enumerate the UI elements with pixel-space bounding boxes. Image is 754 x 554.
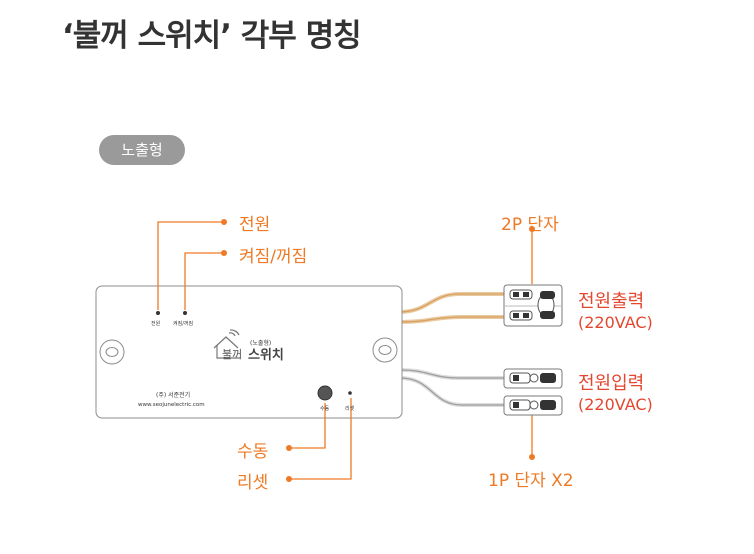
terminal-2p [503, 284, 563, 327]
power-led [156, 311, 160, 315]
device-power-label: 전원 [151, 321, 161, 327]
output-wires [397, 292, 505, 324]
callout-dots [221, 219, 535, 482]
device-logo-product: 스위치 [248, 348, 284, 363]
callout-power-input-voltage: (220VAC) [578, 395, 653, 414]
callout-manual: 수동 [237, 442, 269, 462]
device-body [95, 285, 403, 419]
type-badge: 노출형 [99, 135, 185, 165]
mounting-hole-left [99, 339, 125, 365]
callout-lines [157, 221, 533, 480]
device-company: (주) 서준전기 [156, 392, 191, 399]
callout-terminal-2p: 2P 단자 [501, 215, 559, 235]
manual-button[interactable] [317, 385, 333, 401]
input-wires [399, 368, 505, 407]
reset-button[interactable] [348, 391, 352, 395]
house-logo-icon [213, 329, 240, 359]
callout-power: 전원 [239, 215, 271, 235]
page-title: ‘불꺼 스위치’ 각부 명칭 [62, 18, 362, 54]
callout-reset: 리셋 [237, 473, 269, 493]
callout-power-input: 전원입력 [578, 373, 645, 394]
onoff-led [183, 311, 187, 315]
mounting-hole-right [372, 337, 398, 363]
terminal-1p-top [503, 368, 563, 389]
device-logo-type: (노출형) [250, 340, 272, 347]
callout-on-off: 켜짐/꺼짐 [239, 247, 308, 267]
device-logo-brand: 불꺼 [222, 348, 243, 361]
device-onoff-label: 켜짐/꺼짐 [173, 321, 194, 327]
device-website: www.seojunelectric.com [138, 402, 205, 408]
callout-power-output: 전원출력 [578, 291, 645, 312]
terminal-1p-bottom [503, 395, 563, 416]
callout-power-output-voltage: (220VAC) [578, 313, 653, 332]
device-reset-label: 리셋 [345, 406, 355, 412]
device-manual-label: 수동 [320, 406, 330, 412]
callout-terminal-1p: 1P 단자 X2 [488, 471, 574, 491]
